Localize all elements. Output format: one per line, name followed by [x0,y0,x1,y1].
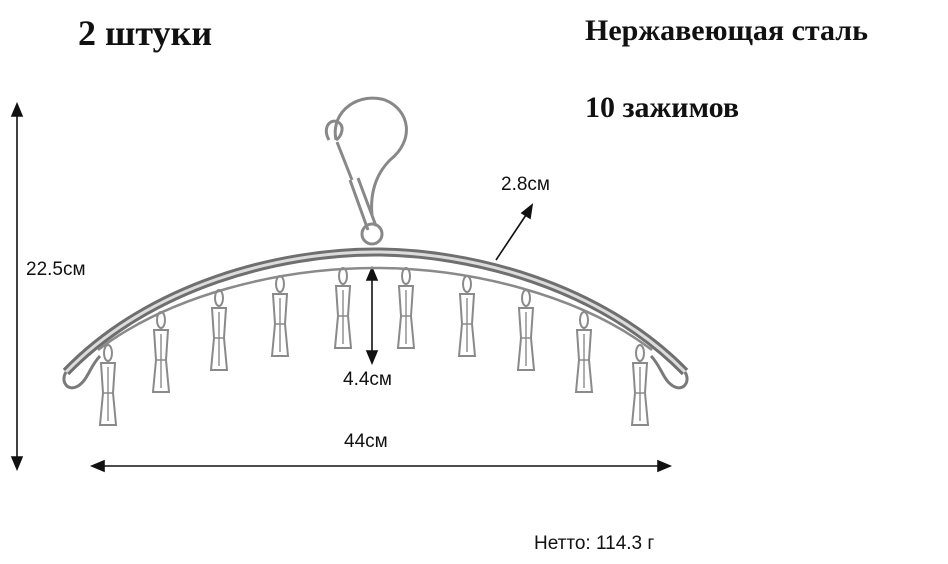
clips-group [98,267,650,426]
clothes-clip [333,267,353,349]
material-heading: Нержавеющая сталь [585,14,868,47]
clothes-clip [270,275,290,357]
clothes-clip [630,344,650,426]
clothes-clip [396,267,416,349]
clothes-clip [516,289,536,371]
clip-length-label: 4.4см [343,369,392,390]
width-dimension-label: 44см [344,431,388,452]
height-dimension-label: 22.5см [26,259,86,280]
clothes-clip [574,311,594,393]
clothes-clip [457,275,477,357]
net-weight-label: Нетто: 114.3 г [534,533,655,554]
height-arrow [10,101,24,472]
wire-diameter-arrow [495,203,534,261]
clothes-clip [98,344,118,426]
wire-diameter-label: 2.8см [501,174,550,195]
clothes-clip [209,289,229,371]
clip-count-heading: 10 зажимов [585,91,740,124]
quantity-heading: 2 штуки [78,13,213,53]
clip-length-arrow [365,265,379,366]
clothes-clip [151,311,171,393]
hanger-bar [62,247,689,390]
width-arrow [89,459,673,473]
hanger-hook [324,96,408,246]
